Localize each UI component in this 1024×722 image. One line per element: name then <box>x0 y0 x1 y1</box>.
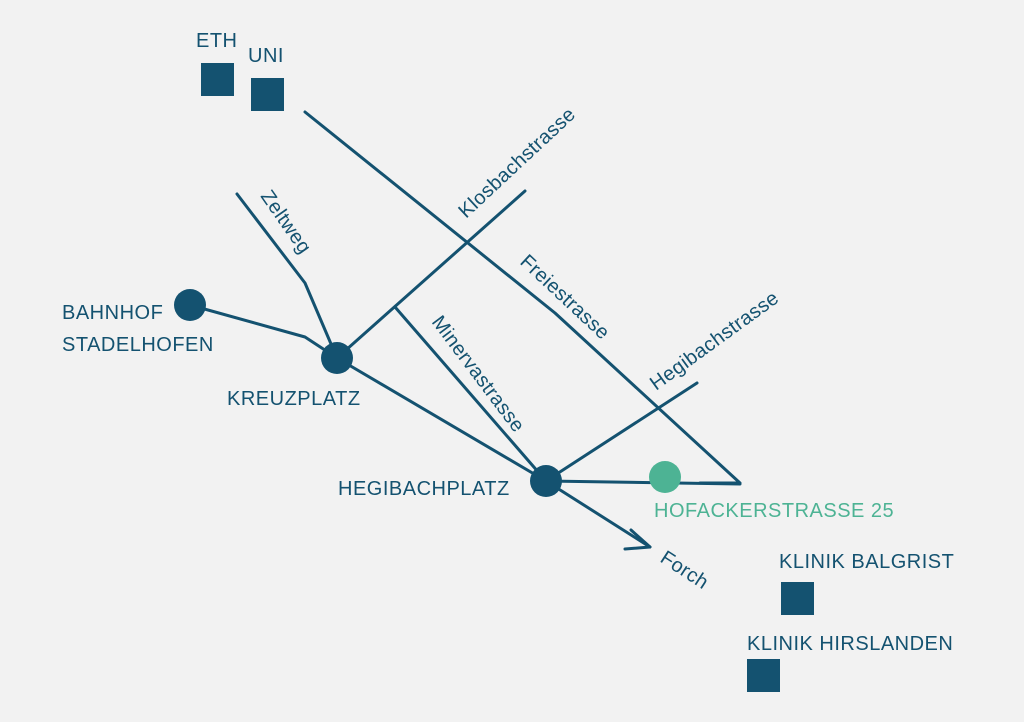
klinik-balgrist-label: KLINIK BALGRIST <box>779 551 954 573</box>
klinik-hirslanden-label: KLINIK HIRSLANDEN <box>747 633 953 655</box>
road-zeltweg <box>235 192 339 360</box>
road-hofackerstrasse <box>544 479 742 486</box>
hegibachplatz-label: HEGIBACHPLATZ <box>338 478 510 500</box>
road-forch <box>544 479 652 549</box>
klinik-balgrist-marker <box>781 582 814 615</box>
uni-label: UNI <box>248 45 284 67</box>
hegibachplatz-stop <box>530 465 562 497</box>
road-klosbachstrasse <box>335 189 527 360</box>
eth-label: ETH <box>196 30 238 52</box>
forch-arrow-head <box>623 528 652 551</box>
forch-label: Forch <box>656 547 712 594</box>
eth-marker <box>201 63 234 96</box>
klinik-hirslanden-marker <box>747 659 780 692</box>
kreuzplatz-stop <box>321 342 353 374</box>
uni-marker <box>251 78 284 111</box>
road-hegibachstrasse <box>544 381 699 483</box>
hegibachstrasse-label: Hegibachstrasse <box>646 287 783 395</box>
road-network <box>188 110 742 551</box>
klosbachstrasse-label: Klosbachstrasse <box>454 103 580 222</box>
bahnhof-label-line1: BAHNHOF <box>62 302 163 324</box>
destination-marker <box>649 461 681 493</box>
kreuzplatz-label: KREUZPLATZ <box>227 388 361 410</box>
destination-address-label: HOFACKERSTRASSE 25 <box>654 500 894 522</box>
zeltweg-label: Zeltweg <box>256 186 315 258</box>
road-minervastrasse <box>393 305 548 483</box>
bahnhof-stadelhofen-stop <box>174 289 206 321</box>
bahnhof-label-line2: STADELHOFEN <box>62 334 214 356</box>
freiestrasse-label: Freiestrasse <box>516 251 614 345</box>
minervastrasse-label: Minervastrasse <box>427 312 529 437</box>
road-kreuzplatz-hegibach <box>335 356 548 483</box>
